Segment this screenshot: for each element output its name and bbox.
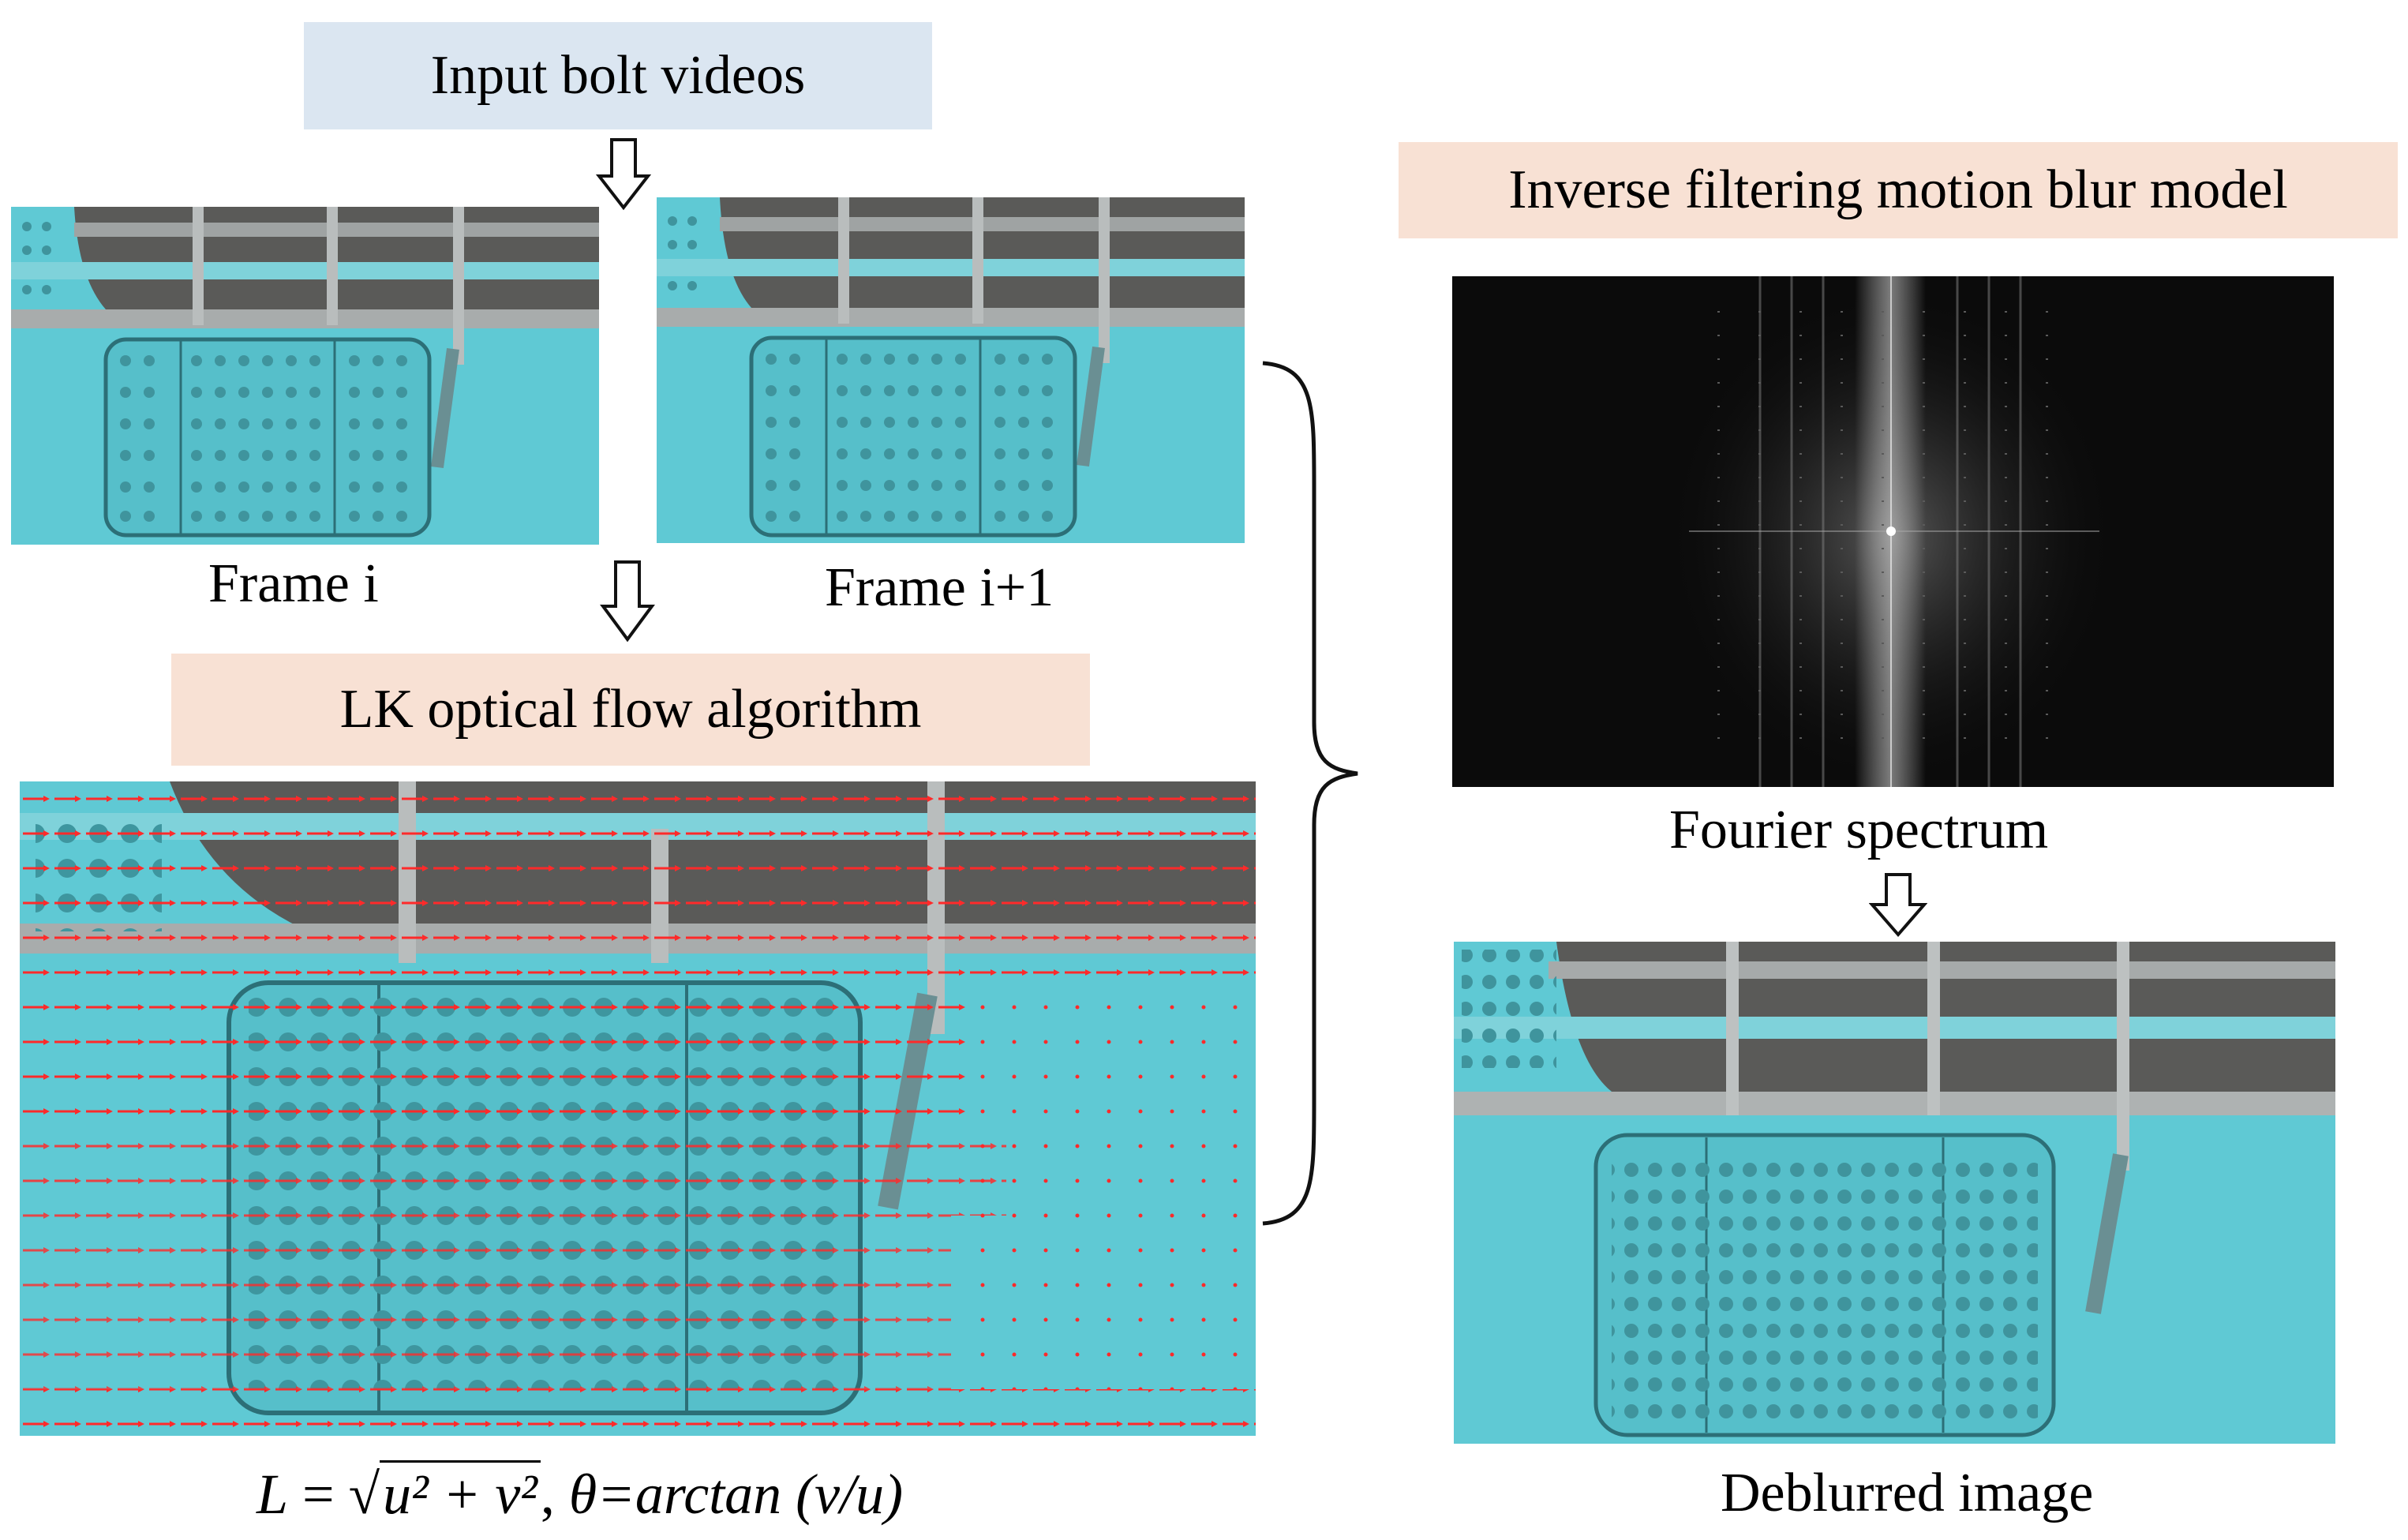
- down-arrow-icon: [596, 138, 651, 211]
- deblurred-image-label: Deblurred image: [1721, 1463, 2094, 1523]
- lk-optical-flow-box: LK optical flow algorithm: [171, 654, 1090, 766]
- frame-i1-image: [657, 197, 1245, 543]
- deblurred-image: [1454, 942, 2335, 1444]
- fourier-spectrum-label: Fourier spectrum: [1669, 800, 2049, 860]
- formula-eq: =: [288, 1463, 349, 1526]
- sqrt-symbol: √: [348, 1463, 380, 1526]
- flow-formula: L = √u² + v², θ=arctan (v/u): [257, 1460, 904, 1527]
- frame-i-label: Frame i: [208, 553, 379, 614]
- inverse-filtering-label: Inverse filtering motion blur model: [1508, 159, 2288, 220]
- frame-i-image: [11, 207, 599, 545]
- optical-flow-image: [20, 781, 1256, 1436]
- inverse-filtering-box: Inverse filtering motion blur model: [1399, 142, 2398, 238]
- formula-sqrt-body: u² + v²: [380, 1460, 541, 1526]
- formula-comma: ,: [540, 1463, 569, 1526]
- down-arrow-icon: [1869, 873, 1927, 938]
- down-arrow-icon: [600, 560, 655, 643]
- input-videos-box: Input bolt videos: [304, 22, 932, 129]
- frame-i1-label: Frame i+1: [825, 557, 1054, 618]
- formula-theta: θ=arctan (v/u): [568, 1463, 904, 1526]
- input-videos-label: Input bolt videos: [430, 45, 806, 106]
- curly-brace: [1262, 361, 1358, 1226]
- formula-l: L: [257, 1463, 289, 1526]
- fourier-spectrum-image: [1452, 276, 2334, 787]
- lk-optical-flow-label: LK optical flow algorithm: [339, 679, 922, 740]
